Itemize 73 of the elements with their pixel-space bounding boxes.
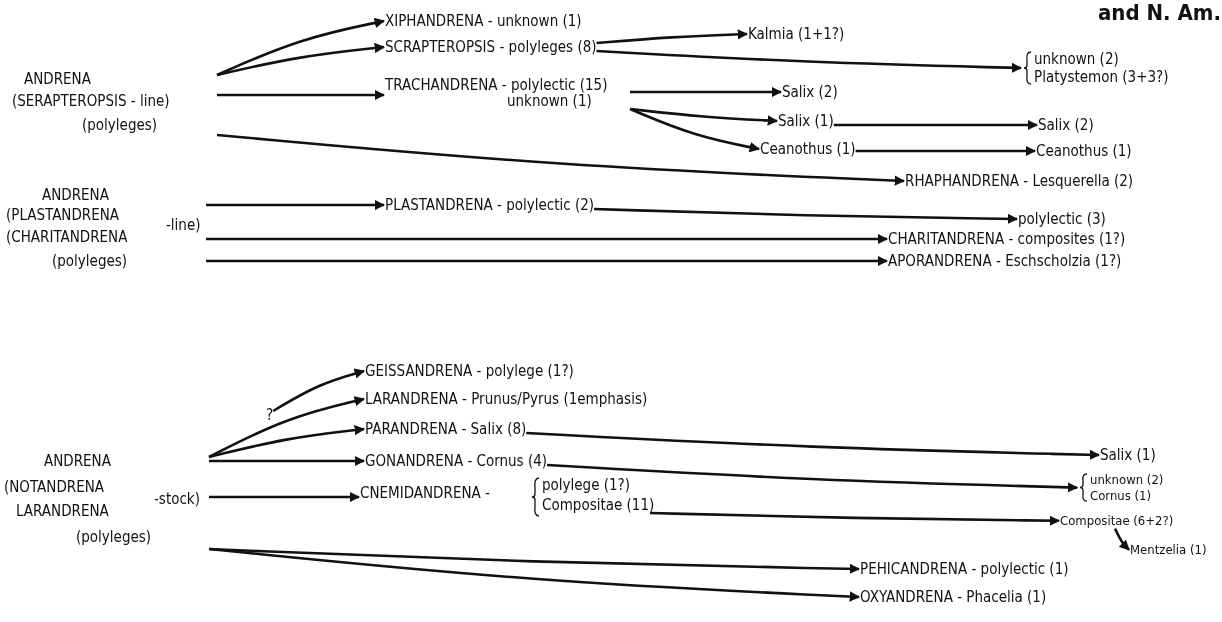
taxon-label: PLASTANDRENA - polylectic (2) — [385, 196, 595, 214]
taxon-label: OXYANDRENA - Phacelia (1) — [860, 588, 1047, 606]
arrow — [547, 463, 1079, 493]
arrow — [649, 511, 1061, 526]
taxon-label: (NOTANDRENA — [4, 478, 104, 496]
taxon-label: (SERAPTEROPSIS - line) — [12, 92, 170, 110]
taxon-label: ANDRENA — [44, 452, 111, 470]
arrow — [629, 107, 779, 126]
taxon-label: Platystemon (3+3?) — [1034, 68, 1169, 86]
taxon-label: Kalmia (1+1?) — [748, 25, 845, 43]
arrow — [206, 233, 889, 245]
arrow — [208, 424, 366, 459]
taxon-label: unknown (1) — [507, 92, 592, 110]
arrow — [526, 431, 1101, 460]
arrow — [208, 547, 861, 602]
taxon-label-group — [1078, 472, 1164, 504]
taxon-label: Compositae (11) — [542, 496, 655, 514]
taxon-label: Ceanothus (1) — [1036, 142, 1132, 160]
arrow — [216, 17, 385, 77]
taxon-label: PEHICANDRENA - polylectic (1) — [860, 560, 1069, 578]
taxon-label: SCRAPTEROPSIS - polyleges (8) — [385, 38, 597, 56]
taxon-label: unknown (2) — [1034, 50, 1120, 68]
taxon-label: (polyleges) — [76, 528, 152, 546]
taxon-label: LARANDRENA — [16, 502, 109, 520]
arrow — [833, 119, 1039, 131]
taxon-label: (polyleges) — [82, 116, 158, 134]
arrow — [208, 396, 365, 459]
arrow — [217, 89, 386, 101]
taxon-label: Salix (1) — [1100, 446, 1156, 464]
taxon-label: Salix (1) — [778, 112, 834, 130]
taxon-label: GONANDRENA - Cornus (4) — [365, 452, 548, 470]
taxon-label: unknown (2) — [1090, 472, 1164, 488]
taxon-label: APORANDRENA - Eschscholzia (1?) — [888, 252, 1122, 270]
taxon-label: Mentzelia (1) — [1130, 542, 1207, 558]
taxon-label: Ceanothus (1) — [760, 140, 856, 158]
taxon-label: XIPHANDRENA - unknown (1) — [385, 12, 582, 30]
taxon-label: ? — [266, 406, 274, 424]
taxon-label: LARANDRENA - Prunus/Pyrus (1emphasis) — [365, 390, 648, 408]
taxon-label: (polyleges) — [52, 252, 128, 270]
taxon-label: polylege (1?) — [542, 476, 631, 494]
taxon-label: -stock) — [154, 490, 200, 508]
taxon-label-group — [1022, 50, 1169, 86]
arrow — [1113, 528, 1130, 551]
arrow — [855, 145, 1037, 157]
taxon-label: -line) — [166, 216, 201, 234]
arrow — [272, 368, 365, 413]
arrow — [216, 42, 386, 77]
arrow — [629, 107, 760, 153]
arrow — [216, 133, 906, 186]
taxon-label: TRACHANDRENA - polylectic (15) — [385, 76, 608, 94]
taxon-label: PARANDRENA - Salix (8) — [365, 420, 527, 438]
taxon-label: CNEMIDANDRENA - — [360, 484, 490, 502]
taxon-label: ANDRENA — [24, 70, 91, 88]
arrow — [206, 199, 386, 211]
taxon-label: polylectic (3) — [1018, 210, 1106, 228]
arrow — [596, 49, 1023, 73]
taxon-label: Salix (2) — [782, 83, 838, 101]
arrow — [206, 255, 889, 267]
taxon-label: GEISSANDRENA - polylege (1?) — [365, 362, 574, 380]
taxon-label: CHARITANDRENA - composites (1?) — [888, 230, 1126, 248]
heading-fragment: and N. Am. — [1098, 0, 1221, 25]
taxon-label: (CHARITANDRENA — [6, 228, 128, 246]
arrow — [630, 86, 783, 98]
arrow — [209, 491, 361, 503]
arrow — [596, 29, 749, 45]
arrow — [209, 455, 366, 467]
taxon-label: RHAPHANDRENA - Lesquerella (2) — [905, 172, 1134, 190]
taxon-label: (PLASTANDRENA — [6, 206, 120, 224]
taxon-label: Compositae (6+2?) — [1060, 513, 1174, 529]
taxon-label: Salix (2) — [1038, 116, 1094, 134]
taxon-label: ANDRENA — [42, 186, 109, 204]
taxon-label: Cornus (1) — [1090, 487, 1153, 504]
arrow — [594, 207, 1019, 225]
